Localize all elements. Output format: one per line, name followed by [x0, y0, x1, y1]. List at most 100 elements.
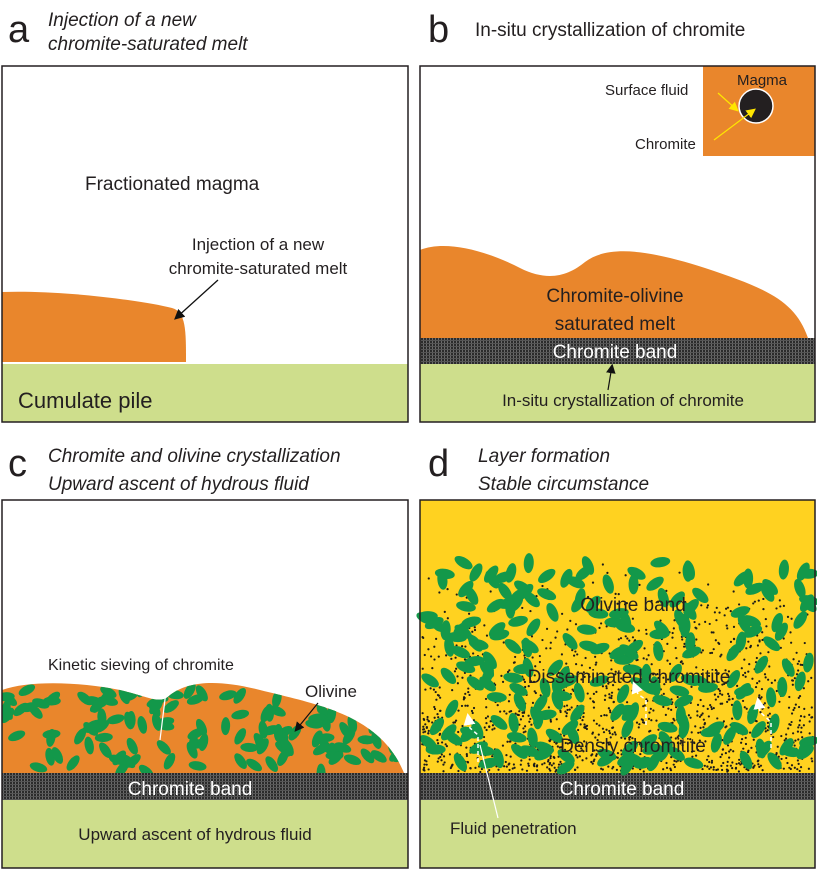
pointer-line [159, 674, 169, 741]
chromite-dot [442, 755, 446, 758]
chromite-dot [720, 653, 723, 656]
chromite-dot [801, 736, 804, 739]
chromite-dot [623, 603, 627, 606]
chromite-dot [767, 651, 770, 654]
chromite-dot [810, 676, 813, 679]
chromite-dot [645, 658, 648, 661]
chromite-dot [553, 766, 556, 769]
chromite-dot [428, 754, 431, 758]
chromite-dot [611, 733, 614, 736]
chromite-dot [718, 642, 721, 645]
olivine-crystal [674, 609, 687, 629]
chromite-dot [628, 639, 631, 642]
chromite-dot [648, 730, 651, 733]
chromite-dot [713, 611, 716, 614]
chromite-dot [786, 615, 790, 618]
chromite-dot [600, 622, 603, 625]
chromite-dot [792, 708, 795, 712]
olivine-crystal [233, 687, 246, 704]
chromite-dot [766, 729, 769, 732]
olivine-crystal [534, 746, 553, 761]
chromite-dot [610, 668, 613, 671]
olivine-crystal [760, 583, 775, 602]
olivine-crystal [627, 566, 646, 580]
chromite-dot [699, 726, 702, 729]
chromite-dot [763, 702, 766, 705]
chromite-dot [700, 651, 703, 654]
olivine-crystal [796, 745, 814, 760]
olivine-crystal [51, 747, 64, 764]
chromite-dot [534, 665, 537, 668]
chromite-dot [591, 762, 594, 765]
chromite-dot [767, 678, 770, 681]
chromite-dot [726, 606, 730, 609]
chromite-dot [612, 765, 615, 769]
chromite-dot [429, 687, 432, 690]
olivine-crystal [557, 749, 575, 764]
chromite-dot [610, 694, 613, 697]
chromite-dot [768, 665, 771, 668]
chromite-dot [524, 685, 527, 689]
chromite-dot [422, 728, 426, 731]
chromite-dot [577, 728, 580, 732]
chromite-dot [760, 696, 763, 699]
panel-letter: d [428, 443, 449, 485]
chromite-dot [657, 728, 660, 731]
chromite-dot [810, 716, 813, 719]
olivine-crystal [316, 733, 335, 743]
olivine-crystal [669, 685, 690, 697]
chromite-dot [581, 718, 584, 722]
chromite-dot [499, 710, 502, 713]
chromite-dot [673, 759, 676, 762]
olivine-crystal [597, 748, 617, 761]
olivine-crystal [626, 753, 645, 767]
chromite-dot [753, 600, 757, 603]
chromite-dot [620, 749, 623, 752]
chromite-dot [662, 692, 665, 695]
olivine-crystal [465, 586, 479, 605]
olivine-crystal [453, 753, 468, 772]
chromite-dot [797, 696, 800, 699]
chromite-dot [734, 766, 738, 769]
chromite-dot [571, 649, 574, 652]
chromite-dot [625, 701, 629, 704]
chromite-dot [709, 766, 713, 769]
olivine-crystal [18, 684, 36, 697]
chromite-dot [521, 606, 524, 610]
olivine-crystal [381, 696, 391, 715]
chromite-dot [631, 737, 634, 740]
olivine-crystal [667, 746, 685, 761]
chromite-dot [726, 627, 729, 630]
chromite-dot [439, 696, 442, 699]
olivine-crystal [757, 740, 772, 758]
chromite-dot [702, 726, 705, 729]
chromite-dot [637, 726, 640, 729]
arrow [294, 702, 319, 732]
chromite-dot [427, 768, 430, 771]
chromite-dot [693, 620, 696, 624]
injected-melt [2, 291, 186, 362]
chromite-dot [742, 747, 745, 750]
olivine-crystal [84, 736, 94, 755]
olivine-crystal [434, 568, 455, 580]
chromite-dot [580, 664, 583, 667]
olivine-crystal [557, 666, 570, 686]
olivine-crystal [469, 563, 483, 582]
chromite-dot [712, 706, 715, 710]
chromite-dot [484, 697, 488, 701]
olivine-crystal [521, 639, 539, 654]
chromite-dot [616, 602, 619, 605]
chromite-dot [730, 717, 734, 720]
olivine-crystal [156, 740, 171, 755]
chromite-dot [794, 739, 797, 742]
olivine-band-label: Olivine band [580, 595, 686, 616]
olivine-crystal [754, 655, 769, 674]
chromite-dot [710, 761, 714, 764]
chromite-dot [737, 762, 741, 765]
olivine-crystal [221, 717, 231, 736]
chromite-dot [465, 746, 468, 749]
chromite-dot [744, 736, 747, 739]
chromite-dot [442, 763, 445, 766]
chromite-dot [652, 673, 655, 676]
chromite-dot [776, 745, 779, 748]
